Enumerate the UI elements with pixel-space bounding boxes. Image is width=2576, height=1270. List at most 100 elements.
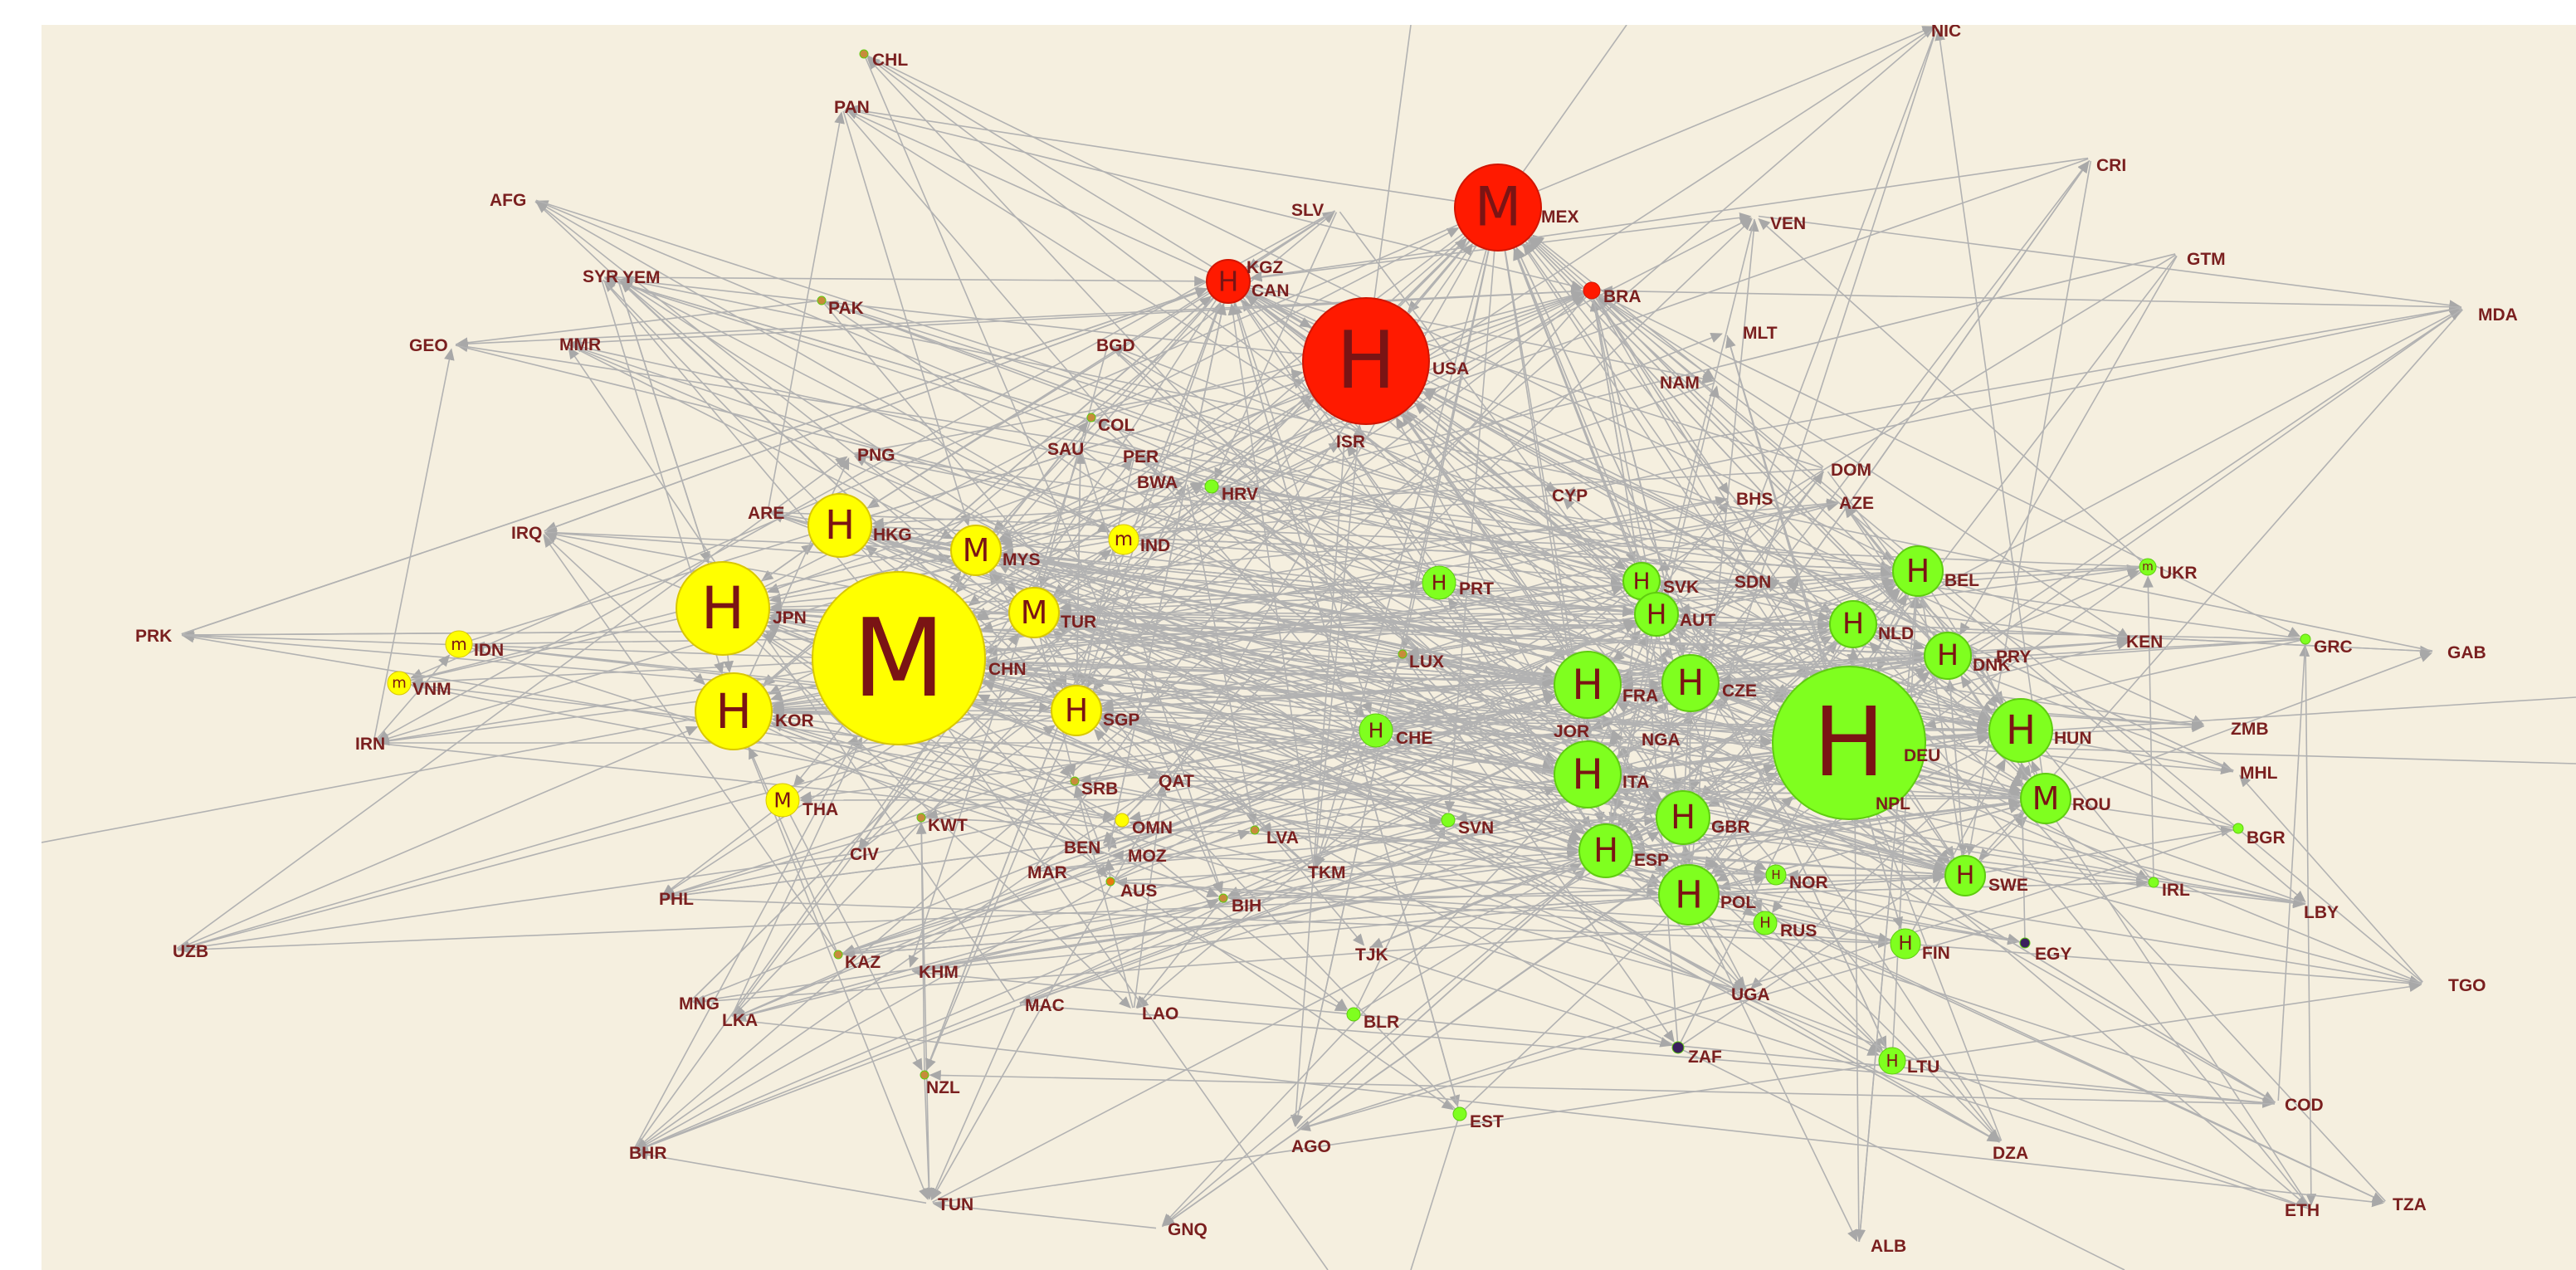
node-svn[interactable]	[1441, 813, 1456, 828]
edge-jpn-kor	[723, 654, 734, 673]
node-bra[interactable]	[1583, 281, 1601, 300]
edge-pan-bra	[845, 108, 1583, 291]
node-idn[interactable]	[445, 630, 473, 658]
node-srb[interactable]	[1070, 776, 1080, 786]
node-swe[interactable]	[1944, 855, 1986, 896]
edge-ltu-mex	[1515, 247, 1888, 1049]
edge-uzb-swe	[177, 872, 1945, 951]
node-esp[interactable]	[1578, 823, 1633, 878]
edge-nga-dom	[1627, 471, 1824, 737]
node-deu[interactable]	[1772, 666, 1926, 820]
edge-rus-mng	[692, 923, 1754, 1007]
node-kor[interactable]	[695, 672, 773, 750]
node-nzl[interactable]	[920, 1070, 929, 1080]
node-kwt[interactable]	[916, 813, 926, 823]
label-kwt: KWT	[928, 816, 968, 835]
node-irl[interactable]	[2148, 877, 2159, 888]
node-chn[interactable]	[812, 571, 986, 745]
node-ind[interactable]	[1108, 524, 1139, 555]
node-gbr[interactable]	[1656, 790, 1710, 845]
node-fra[interactable]	[1554, 651, 1622, 719]
node-prt[interactable]	[1422, 565, 1456, 600]
node-jpn[interactable]	[676, 561, 770, 656]
node-blr[interactable]	[1346, 1007, 1361, 1022]
node-letter-vnm: m	[392, 675, 407, 692]
node-aut[interactable]	[1634, 592, 1679, 637]
label-nga: NGA	[1642, 730, 1681, 750]
node-est[interactable]	[1452, 1106, 1467, 1121]
node-rus[interactable]	[1753, 911, 1778, 935]
node-zaf[interactable]	[1671, 1041, 1685, 1054]
edge-fin-hun	[1911, 758, 2006, 931]
edge-est-sgp	[1093, 729, 1456, 1110]
node-kaz[interactable]	[833, 950, 843, 960]
node-pak[interactable]	[817, 296, 827, 305]
node-omn[interactable]	[1115, 813, 1129, 828]
node-nld[interactable]	[1829, 600, 1877, 648]
node-grc[interactable]	[2300, 633, 2311, 645]
label-ind: IND	[1140, 536, 1170, 555]
node-letter-bel: H	[1906, 553, 1930, 589]
edge-dza-aut	[1668, 633, 2002, 1142]
node-rou[interactable]	[2020, 773, 2071, 824]
node-ukr[interactable]	[2139, 558, 2157, 576]
edge-offscreen-5	[1677, 1047, 2125, 1270]
node-letter-idn: m	[451, 634, 466, 654]
node-bih[interactable]	[1218, 893, 1228, 903]
label-ita: ITA	[1622, 773, 1649, 792]
node-letter-swe: H	[1956, 862, 1975, 891]
node-cze[interactable]	[1661, 654, 1720, 712]
node-fin[interactable]	[1890, 928, 1921, 960]
label-tjk: TJK	[1355, 945, 1388, 965]
edge-are-nga	[770, 512, 1623, 740]
edge-pan-deu	[844, 109, 1784, 702]
node-tur[interactable]	[1008, 587, 1060, 638]
edge-irq-kor	[543, 534, 706, 686]
node-hkg[interactable]	[807, 493, 872, 558]
edge-tur-bel	[1058, 567, 1893, 613]
node-pol[interactable]	[1658, 864, 1720, 926]
edge-aut-png	[854, 452, 1636, 611]
label-npl: NPL	[1876, 794, 1910, 813]
node-letter-rus: H	[1759, 915, 1771, 932]
node-ita[interactable]	[1554, 740, 1622, 808]
label-swe: SWE	[1988, 876, 2028, 895]
node-hun[interactable]	[1988, 698, 2053, 763]
label-afg: AFG	[490, 191, 526, 210]
node-aus[interactable]	[1105, 877, 1115, 887]
node-col[interactable]	[1086, 413, 1096, 423]
edge-rus-ltu	[1772, 931, 1883, 1051]
node-egy[interactable]	[2019, 937, 2031, 949]
node-dnk[interactable]	[1924, 632, 1972, 680]
node-sgp[interactable]	[1051, 685, 1102, 736]
label-lby: LBY	[2304, 903, 2339, 922]
node-kgz[interactable]	[1206, 259, 1251, 304]
node-nor[interactable]	[1765, 864, 1787, 886]
label-isr: ISR	[1336, 432, 1365, 452]
edge-ven-mda	[1758, 215, 2461, 310]
label-hkg: HKG	[873, 525, 912, 545]
node-bel[interactable]	[1892, 545, 1944, 597]
node-mex[interactable]	[1454, 164, 1542, 252]
edge-mex-vnm	[410, 223, 1459, 679]
node-chl[interactable]	[859, 49, 869, 59]
node-bgr[interactable]	[2232, 823, 2244, 834]
node-vnm[interactable]	[387, 671, 412, 696]
node-mys[interactable]	[950, 525, 1002, 576]
label-tur: TUR	[1061, 613, 1096, 632]
label-fra: FRA	[1622, 686, 1658, 706]
label-zmb: ZMB	[2231, 720, 2269, 739]
edge-bhr-bih	[635, 899, 1220, 1152]
node-lva[interactable]	[1250, 825, 1260, 835]
edge-swe-nor	[1786, 869, 1946, 881]
node-tha[interactable]	[765, 783, 800, 818]
node-usa[interactable]	[1302, 297, 1430, 425]
label-lva: LVA	[1266, 828, 1299, 847]
node-lux[interactable]	[1398, 649, 1408, 659]
node-che[interactable]	[1359, 713, 1393, 748]
label-est: EST	[1470, 1112, 1504, 1131]
edge-lka-svn	[733, 819, 1442, 1019]
node-ltu[interactable]	[1878, 1047, 1906, 1075]
label-geo: GEO	[409, 336, 448, 355]
node-hrv[interactable]	[1204, 479, 1219, 494]
